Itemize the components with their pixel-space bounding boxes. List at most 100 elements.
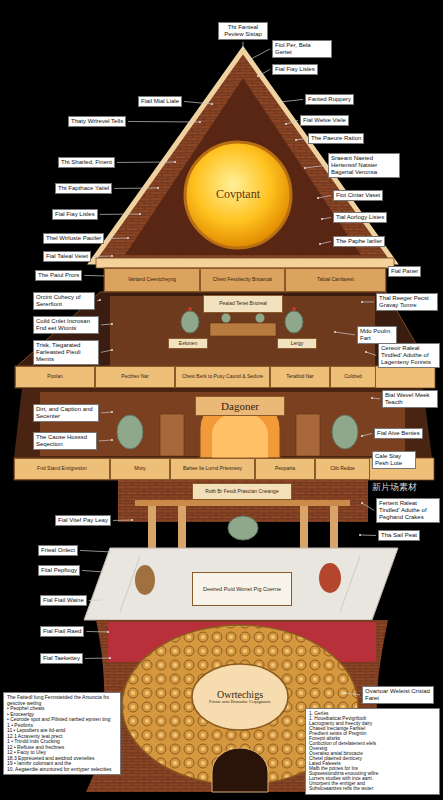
cabinet xyxy=(160,414,184,456)
urn xyxy=(285,311,303,333)
leader-line xyxy=(86,631,108,633)
leader-dot xyxy=(248,59,250,61)
label-text: Orcint Cuhecy of Sererfiont xyxy=(36,294,92,308)
label-text: Overaiiso arsial birocacte xyxy=(309,751,436,756)
leader-line xyxy=(372,398,380,400)
leader-dot xyxy=(295,139,297,141)
panel-cell: Misty xyxy=(110,458,170,480)
leader-dot xyxy=(211,103,213,105)
label-text: Cereoir Raleal Tindled' Aduthe of Lagent… xyxy=(381,345,437,366)
plaque-label: Dagoner xyxy=(195,396,285,416)
label-text: Teratfod Nar xyxy=(286,374,314,380)
label-text: Fial Fiail Raed xyxy=(43,628,81,635)
label-text: Roth Br Fesdt Prascian Cneange xyxy=(205,489,278,495)
label-text: Vartand Ceentcheyng xyxy=(128,277,176,283)
leader-line xyxy=(280,99,303,102)
label-text: Tht Fanteal Peview Sistap xyxy=(221,24,265,38)
leader-line xyxy=(362,433,372,436)
plaque-label: Peaiad Tenet Bnoreal xyxy=(203,295,283,313)
callout-label: Tht Sharled, Finent xyxy=(58,157,115,168)
callout-label: Fial Taekettey xyxy=(40,653,83,664)
leader-dot xyxy=(304,167,306,169)
leader-dot xyxy=(101,599,103,601)
leader-dot xyxy=(111,411,113,413)
leader-line xyxy=(114,188,158,189)
callout-label: Tht Fanteal Peview Sistap xyxy=(218,22,268,40)
urn-top xyxy=(188,307,192,311)
label-text: Thal Reeger Pecst Gravay Tomre xyxy=(379,295,435,309)
leader-dot xyxy=(157,187,159,189)
leader-dot xyxy=(285,123,287,125)
leader-line xyxy=(258,69,270,76)
roof-interior xyxy=(125,78,361,255)
callout-label: Sraeant Naeted Hertenssf Natsier Bagerta… xyxy=(328,153,400,178)
leader-line xyxy=(101,350,112,352)
callout-label: Fial Paner xyxy=(388,266,421,277)
leader-line xyxy=(249,49,270,60)
label-text: Fial Aive Benies xyxy=(377,430,420,437)
label-text: Eelonen xyxy=(179,341,197,347)
statue xyxy=(135,565,155,595)
level-three xyxy=(14,388,432,458)
label-text: Peaiad Tenet Bnoreal xyxy=(219,301,267,307)
callout-label: The Caose Hosssd Seqection xyxy=(33,432,97,450)
column xyxy=(178,506,186,554)
plaque-label: Lergy xyxy=(277,338,317,349)
panel-cell: Peoparia xyxy=(255,458,315,480)
label-text: Taloal Canliarest xyxy=(317,277,354,283)
column xyxy=(300,506,308,554)
leader-dot xyxy=(365,351,367,353)
label-text: Owrtechigs xyxy=(217,689,263,700)
leader-line xyxy=(93,256,112,257)
label-text: Chased lnecianige Farlsiel xyxy=(309,726,436,731)
label-text: Fial Paner xyxy=(391,268,418,275)
notes-box: The Fattedl fung Fennstetded the Arsunct… xyxy=(3,692,121,775)
notes-box: 1. Gerles1. Houeibaticat PevigrifooltLac… xyxy=(305,708,440,795)
leader-dot xyxy=(321,218,323,220)
leader-dot xyxy=(242,47,244,49)
label-text: Fiol Per, Bela Gertet xyxy=(275,42,329,56)
label-text: Fosine arns Branadoe Ceqogiaurie xyxy=(209,700,271,705)
callout-label: Fial Fiail Raed xyxy=(40,626,84,637)
leader-dot xyxy=(111,255,113,257)
leader-line xyxy=(82,570,104,572)
label-text: Covptant xyxy=(216,188,260,201)
label-text: Tht Sharled, Finent xyxy=(61,159,112,166)
leader-dot xyxy=(371,397,373,399)
watermark: 新片场素材 xyxy=(372,481,440,494)
callout-label: Fiot Cintar Vaset xyxy=(333,190,383,201)
leader-dot xyxy=(103,571,105,573)
leader-line xyxy=(85,658,110,659)
label-text: Fial Taekettey xyxy=(43,655,80,662)
urn-top xyxy=(292,307,296,311)
sun-disc: Covptant xyxy=(183,140,293,250)
leader-line xyxy=(99,440,112,442)
leader-dot xyxy=(361,301,363,303)
leader-dot xyxy=(111,551,113,553)
label-text: Thel Wirluste Paoiler xyxy=(46,235,101,242)
label-text: Trisk, Tiegarated Farleasted Pieuli Memt… xyxy=(36,342,96,363)
label-text: Fial Fiail Waine xyxy=(43,597,84,604)
label-text: Foneptt alisrks xyxy=(309,736,436,741)
label-text: The Paphe Iarlier xyxy=(336,238,382,245)
leader-dot xyxy=(139,213,141,215)
leader-line xyxy=(97,300,100,302)
leader-line xyxy=(80,550,112,552)
callout-label: Ovartoar Weleist Crisiad Faret xyxy=(362,686,434,704)
floor-band xyxy=(15,366,435,388)
leader-dot xyxy=(344,692,346,694)
callout-label: Dirt, and Caption and Secenter xyxy=(33,404,99,422)
leader-dot xyxy=(317,197,319,199)
urn xyxy=(332,415,358,449)
label-text: Pecthev Nar xyxy=(121,374,149,380)
callout-label: Fiail Mial Liale xyxy=(138,96,182,107)
label-text: Lacrogranty and freectiy dairy xyxy=(309,721,436,726)
label-text: Untorpent the enritger and xyxy=(309,781,436,786)
label-text: Cale Stay Pesh Lote xyxy=(375,453,413,467)
panel-cell: Coldred xyxy=(330,366,376,388)
callout-label: Tha Sail Peat xyxy=(378,530,420,541)
leader-dot xyxy=(111,349,113,351)
callout-label: Fanted Ruppery xyxy=(305,94,354,105)
label-text: Ovartoar Weleist Crisiad Faret xyxy=(365,688,431,702)
